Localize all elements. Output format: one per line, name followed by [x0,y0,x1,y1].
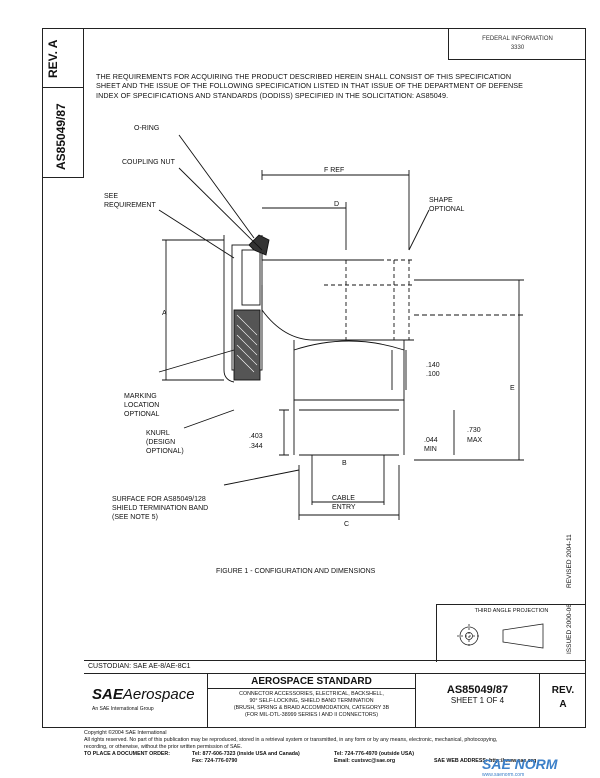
sae-logo: SAEAerospace An SAE International Group [84,674,208,728]
label-d: D [334,201,339,208]
custodian-bar: CUSTODIAN: SAE AE-8/AE-8C1 [84,660,586,674]
label-a: A [162,310,167,317]
label-b: B [342,460,347,467]
label-o-ring: O-RING [134,125,159,132]
label-shape-optional-2: OPTIONAL [429,206,465,213]
label-f-ref: F REF [324,167,344,174]
label-knurl-1: KNURL [146,430,170,437]
label-dim-730: .730 [467,427,481,434]
doc-number-box: AS85049/87 SHEET 1 OF 4 [416,674,540,728]
label-knurl-3: OPTIONAL) [146,448,184,455]
label-dim-100: .100 [426,371,440,378]
third-angle-label: THIRD ANGLE PROJECTION [474,608,549,614]
rev-label: REV. [551,685,575,696]
brand-bold: SAE [92,686,123,703]
label-cable-entry-1: CABLE [332,495,355,502]
footer-rights2: recording, or otherwise, without the pri… [84,744,243,750]
technical-drawing: O-RING COUPLING NUT SEE REQUIREMENT F RE… [104,125,524,528]
label-marking-3: OPTIONAL [124,411,160,418]
footer-tel: Tel: 877-606-7323 (inside USA and Canada… [192,751,300,757]
side-revised: REVISED 2004-11 [566,534,573,588]
label-dim-044: .044 [424,437,438,444]
label-marking-1: MARKING [124,393,157,400]
label-surface-2: SHIELD TERMINATION BAND [112,505,208,512]
brand-sub: An SAE International Group [92,706,154,712]
footer-order-label: TO PLACE A DOCUMENT ORDER: [84,751,171,757]
drawing-frame [42,28,586,728]
label-cable-entry-2: ENTRY [332,504,356,511]
label-coupling-nut: COUPLING NUT [122,159,176,166]
label-knurl-2: (DESIGN [146,439,175,446]
sheet-number: SHEET 1 OF 4 [450,696,505,705]
footer-web[interactable]: SAE WEB ADDRESS: http://www.sae.org [434,758,537,764]
standard-description: CONNECTOR ACCESSORIES, ELECTRICAL, BACKS… [208,689,415,719]
footer: Copyright ©2004 SAE International All ri… [84,730,584,765]
label-marking-2: LOCATION [124,402,159,409]
watermark: SAE NORM www.saenorm.com [482,756,557,778]
footer-copyright: Copyright ©2004 SAE International [84,730,167,736]
label-surface-1: SURFACE FOR AS85049/128 [112,496,206,503]
desc-line: CONNECTOR ACCESSORIES, ELECTRICAL, BACKS… [239,691,384,697]
label-dim-403: .403 [249,433,263,440]
footer-email: Email: custsvc@sae.org [334,758,396,764]
desc-line: (BRUSH, SPRING & BRAID ACCOMMODATION, CA… [233,705,390,711]
watermark-main: SAE NORM [482,756,558,772]
label-shape-optional-1: SHAPE [429,197,453,204]
top-right-line2: 3330 [510,45,525,51]
requirements-text: THE REQUIREMENTS FOR ACQUIRING THE PRODU… [96,72,524,100]
footer-rights: All rights reserved. No part of this pub… [84,737,498,743]
top-right-note: FEDERAL INFORMATION 3330 [448,28,586,60]
brand-rest: Aerospace [122,686,195,703]
label-max: MAX [467,437,483,444]
title-block: SAEAerospace An SAE International Group … [84,674,586,728]
label-e: E [510,385,515,392]
label-dim-344: .344 [249,443,263,450]
doc-id-tab: AS85049/87 [42,88,84,178]
doc-number: AS85049/87 [446,684,509,696]
footer-tel2: Tel: 724-776-4970 (outside USA) [334,751,414,757]
watermark-sub: www.saenorm.com [482,772,525,778]
doc-id-vertical: AS85049/87 [54,103,68,170]
figure-caption: FIGURE 1 - CONFIGURATION AND DIMENSIONS [216,568,376,575]
rev-box: REV. A [540,674,586,728]
label-min: MIN [424,446,437,453]
label-dim-140: .140 [426,362,440,369]
desc-line: (FOR MIL-DTL-38999 SERIES I AND II CONNE… [245,712,378,718]
third-angle-symbol [457,623,544,649]
label-c: C [344,521,349,528]
label-see-requirement-1: SEE [104,193,118,200]
label-surface-3: (SEE NOTE 5) [112,514,158,521]
desc-line: 90° SELF-LOCKING, SHIELD BAND TERMINATIO… [249,698,374,704]
rev-tab-text: REV. A [46,39,60,78]
title-middle: AEROSPACE STANDARD CONNECTOR ACCESSORIES… [208,674,416,728]
rev-tab: REV. A [42,28,84,88]
top-right-line1: FEDERAL INFORMATION [482,36,553,42]
standard-header: AEROSPACE STANDARD [208,674,415,689]
footer-fax: Fax: 724-776-0790 [192,758,238,764]
label-see-requirement-2: REQUIREMENT [104,202,156,209]
third-angle-box: THIRD ANGLE PROJECTION [436,604,586,662]
rev-value: A [559,699,567,710]
